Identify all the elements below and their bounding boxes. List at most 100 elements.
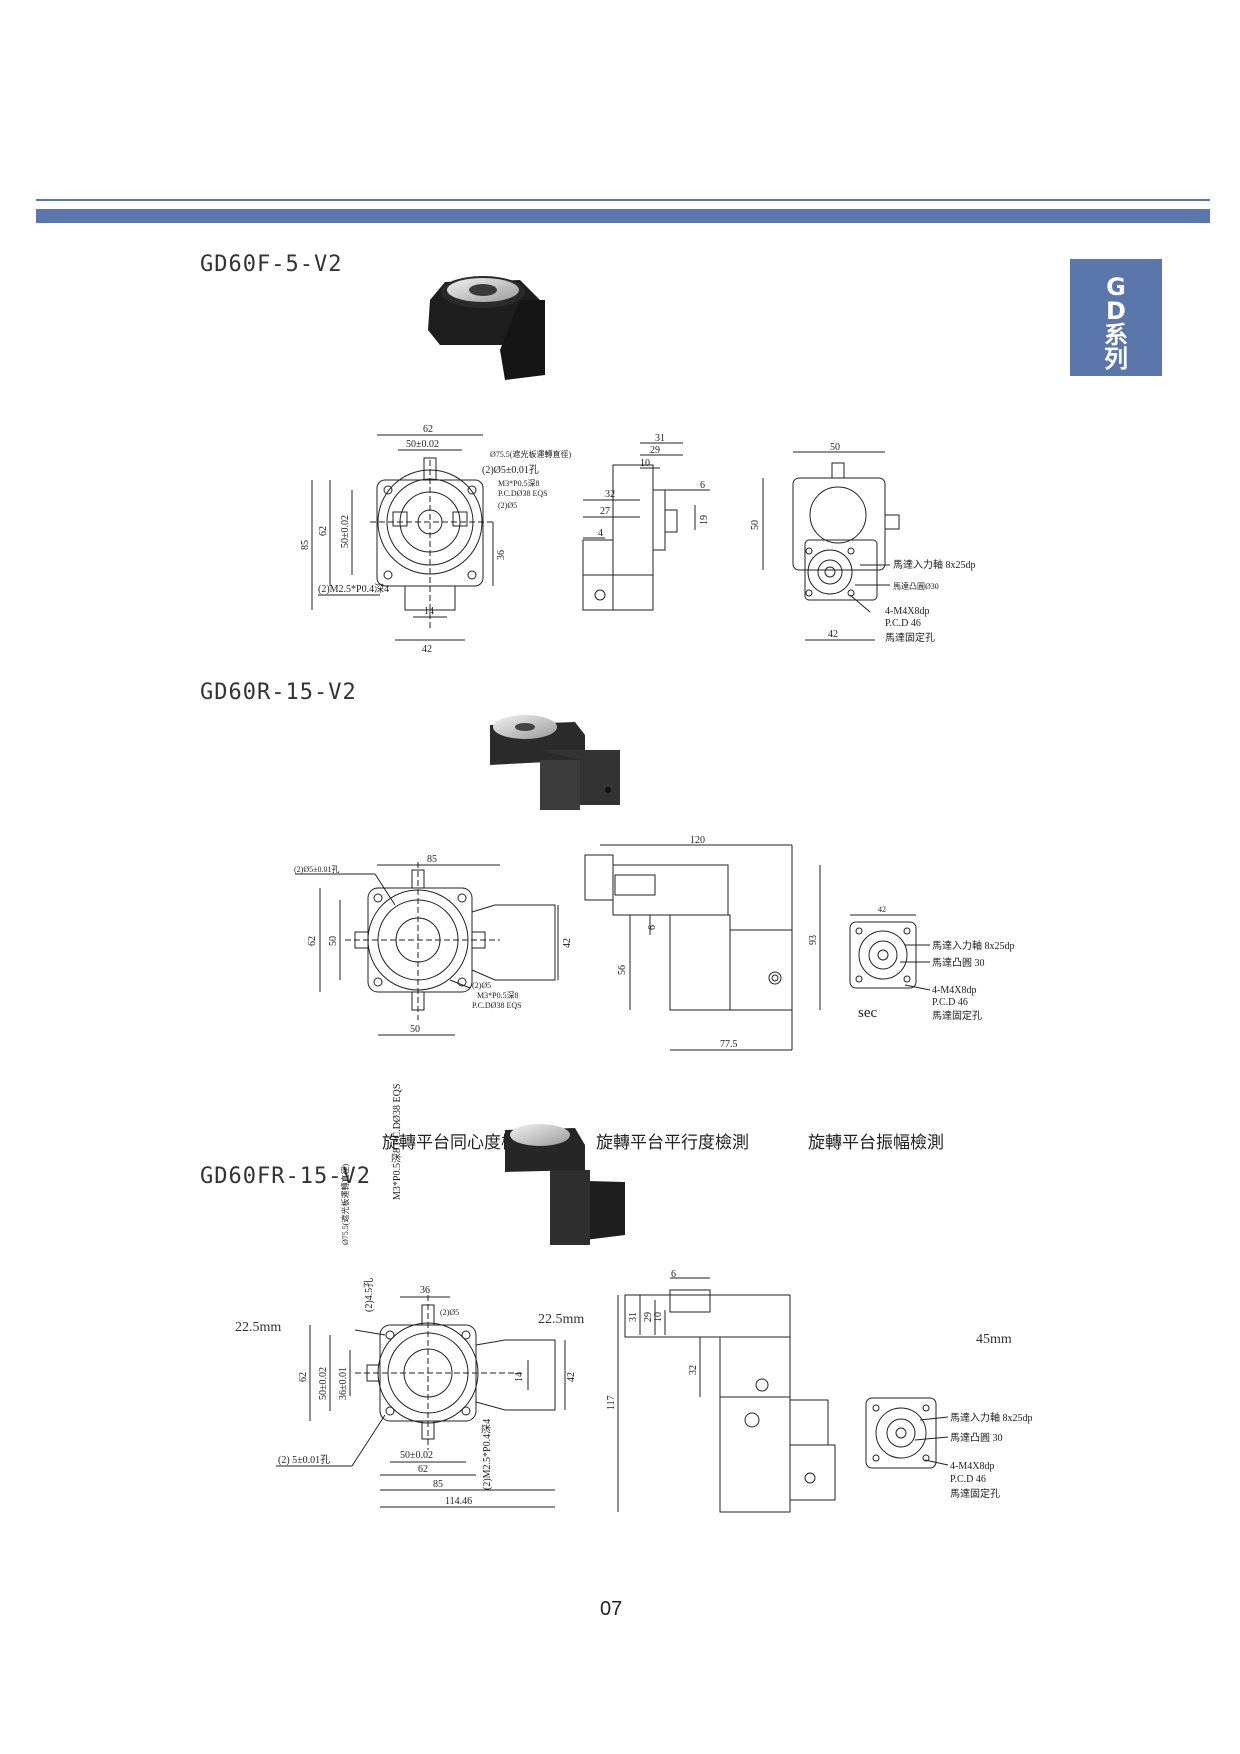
note-label: (2)Ø5 (498, 501, 517, 510)
rear-offset-label: 45mm (976, 1332, 1012, 1347)
dim-label: 50 (328, 936, 339, 946)
note-label: Ø75.5(遮光板運轉直徑) (490, 449, 571, 459)
caption-parallelism: 旋轉平台平行度檢測 (596, 1133, 749, 1153)
dim-label: 36 (496, 550, 507, 560)
dim-label: 85 (300, 540, 311, 550)
model-title: GD60F-5-V2 (200, 252, 343, 277)
side-tab-char: D (1106, 297, 1126, 325)
product-photo-gd60fr (505, 1124, 625, 1245)
rear-view-gd60r (849, 914, 931, 991)
note-label: P.C.DØ38 EQS (472, 1001, 522, 1010)
header-rule-thin (36, 199, 1210, 201)
dim-label: 29 (650, 445, 660, 456)
dim-label: 10 (640, 458, 650, 469)
side-tab-char: 列 (1104, 345, 1128, 373)
front-view-gd60r (295, 862, 559, 1036)
page-number: 07 (600, 1598, 623, 1620)
note-label: (2)M2.5*P0.4深4 (318, 583, 389, 595)
dim-label: 114.46 (445, 1496, 472, 1507)
side-tab-char: G (1106, 273, 1126, 301)
note-label: 4-M4X8dp (950, 1461, 994, 1472)
note-label: P.C.D 46 (885, 618, 921, 629)
dim-label: 62 (318, 526, 329, 536)
note-label: (2)Ø5±0.01孔 (294, 865, 340, 874)
front-view-gd60f-labels: 62 50±0.02 85 62 50±0.02 36 14 42 Ø75.5(… (300, 424, 571, 655)
dim-label: 50±0.02 (400, 1450, 433, 1461)
note-label: 馬達固定孔 (932, 1009, 982, 1022)
dim-label: 31 (628, 1312, 639, 1322)
section-label: sec (858, 1005, 877, 1021)
dim-label: 42 (566, 1372, 577, 1382)
dim-label: 62 (298, 1372, 309, 1382)
dim-label: 85 (427, 854, 437, 865)
dim-label: 62 (423, 424, 433, 435)
note-label: 馬達凸圓 30 (932, 957, 985, 969)
dim-label: 42 (878, 905, 886, 914)
header-rule-thick (36, 209, 1210, 223)
dim-label: 6 (647, 925, 658, 930)
dim-label: 56 (617, 965, 628, 975)
dim-label: 85 (433, 1479, 443, 1490)
note-label: (2)4.5孔 (363, 1278, 375, 1312)
dim-label: 4 (598, 528, 603, 539)
front-view-gd60f (311, 434, 495, 641)
note-label: 馬達固定孔 (885, 631, 935, 644)
series-side-tab: G D 系 列 (1070, 259, 1162, 376)
product-photo-gd60f (428, 276, 545, 380)
side-view-gd60f (582, 442, 710, 611)
model-title: GD60FR-15-V2 (200, 1164, 371, 1189)
dim-label: 19 (699, 515, 710, 525)
dim-label: 50 (830, 442, 840, 453)
note-label: (2) 5±0.01孔 (278, 1454, 330, 1466)
offset-left-label: 22.5mm (235, 1320, 282, 1335)
dim-label: 6 (671, 1269, 676, 1280)
dim-label: 77.5 (720, 1039, 738, 1050)
dim-label: 50±0.02 (340, 515, 351, 548)
dim-label: 14 (514, 1372, 525, 1382)
dim-label: 32 (688, 1365, 699, 1375)
dim-label: 62 (307, 936, 318, 946)
note-label: 馬達凸圓Ø30 (893, 581, 939, 591)
note-label: P.C.DØ38 EQS (498, 489, 548, 498)
note-label: 4-M4X8dp (885, 606, 929, 617)
caption-amplitude: 旋轉平台振幅檢測 (808, 1133, 944, 1153)
note-label: Ø75.5(遮光板運轉直徑) (340, 1164, 350, 1245)
note-label: P.C.D 46 (950, 1474, 986, 1485)
dim-label: 6 (700, 480, 705, 491)
model-title: GD60R-15-V2 (200, 680, 357, 705)
note-label: 4-M4X8dp (932, 985, 976, 996)
note-label: P.C.D 46 (932, 997, 968, 1008)
caption-concentricity: 旋轉平台同心度檢測 (382, 1133, 535, 1153)
offset-right-label: 22.5mm (538, 1312, 585, 1327)
dim-label: 50 (410, 1024, 420, 1035)
dim-label: 29 (643, 1312, 654, 1322)
dim-label: 50 (750, 520, 761, 530)
note-label: (2)Ø5±0.01孔 (482, 464, 539, 476)
dim-label: 10 (653, 1312, 664, 1322)
front-view-gd60fr (276, 1295, 566, 1508)
dim-label: 120 (690, 835, 705, 846)
note-label: M3*P0.5深8 P.C.DØ38 EQS (391, 1084, 403, 1200)
note-label: (2)Ø5 (440, 1308, 459, 1317)
note-label: 馬達入力軸 8x25dp (950, 1411, 1033, 1424)
note-label: 馬達入力軸 8x25dp (893, 558, 976, 571)
note-label: M3*P0.5深8 (498, 479, 540, 488)
dim-label: 36 (420, 1285, 430, 1296)
dim-label: 50±0.02 (406, 439, 439, 450)
dim-label: 27 (600, 506, 610, 517)
dim-label: 31 (655, 433, 665, 444)
rear-view-gd60fr (865, 1397, 949, 1469)
dim-label: 14 (424, 606, 434, 617)
side-view-gd60r (584, 844, 821, 1051)
note-label: 馬達入力軸 8x25dp (932, 939, 1015, 952)
dim-label: 42 (828, 629, 838, 640)
dim-label: 32 (605, 489, 615, 500)
dim-label: 117 (606, 1395, 617, 1410)
note-label: (2)Ø5 (472, 981, 491, 990)
note-label: 馬達固定孔 (950, 1487, 1000, 1500)
side-tab-char: 系 (1104, 321, 1128, 349)
side-view-gd60fr (617, 1277, 836, 1513)
dim-label: 93 (808, 935, 819, 945)
dim-label: 36±0.01 (338, 1367, 349, 1400)
